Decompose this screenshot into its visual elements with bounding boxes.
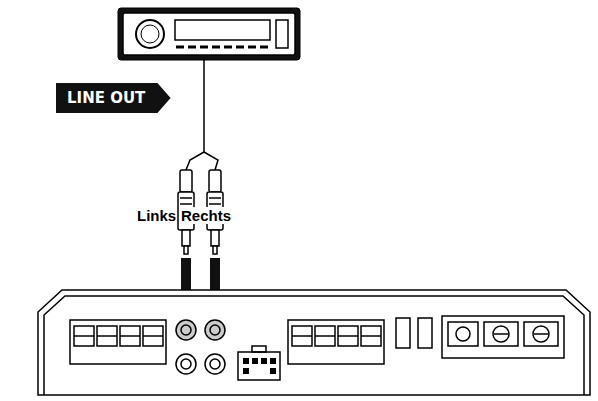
tag-text: LINE OUT	[67, 89, 172, 107]
head-unit	[118, 8, 300, 60]
callout-tag: LINE OUT	[55, 82, 172, 114]
rca-cable	[186, 60, 218, 170]
channel-label: Rechts	[180, 207, 232, 224]
rca-jack	[176, 320, 225, 374]
channel-label: Links	[136, 207, 177, 224]
amplifier	[38, 290, 590, 395]
